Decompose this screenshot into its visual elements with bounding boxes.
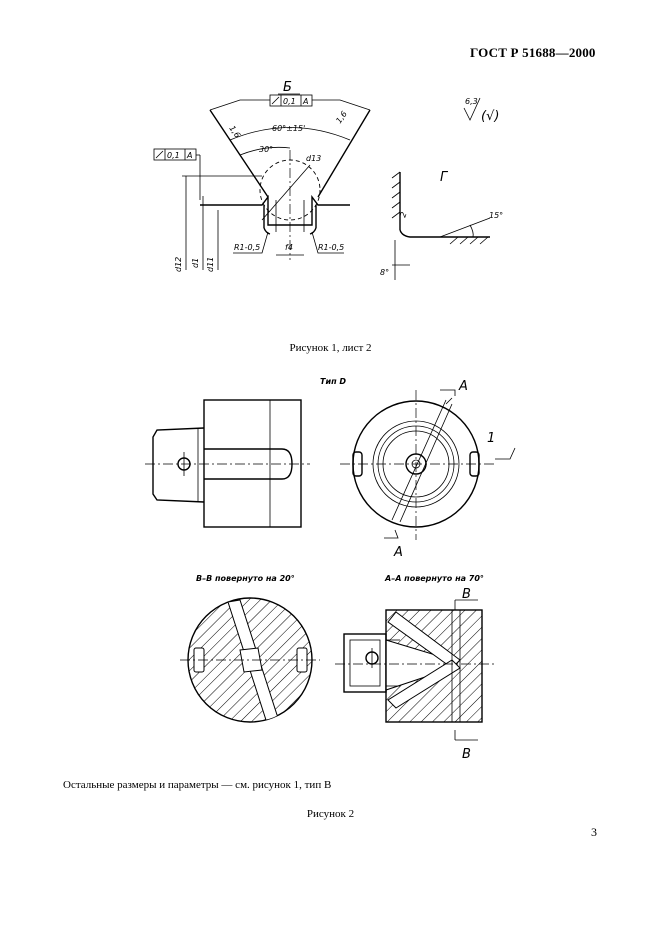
tolerance-left-value: 0,1 xyxy=(167,151,180,160)
roughness-left: 1,6 xyxy=(227,124,242,140)
leader-1-label: 1 xyxy=(487,431,495,446)
angle-main-label: 60°±15' xyxy=(272,124,305,133)
d12-label: d12 xyxy=(174,257,183,272)
d1-label: d1 xyxy=(191,258,200,268)
g-width-label: 8° xyxy=(380,268,389,277)
view-g-letter: Г xyxy=(440,170,449,185)
radius-right-label: R1-0,5 xyxy=(318,243,344,252)
figure2-front-view: А А 1 xyxy=(340,379,516,560)
figure1-view-g: Г 2 15° 8° xyxy=(380,170,503,280)
angle-half-label: 30° xyxy=(259,145,273,154)
d13-label: d13 xyxy=(306,154,321,163)
figure1-caption: Рисунок 1, лист 2 xyxy=(289,342,372,354)
section-aa: В В xyxy=(335,587,495,762)
d11-label: d11 xyxy=(206,257,215,272)
figure1-view-b: Б 0,1 А 60°±15' 30° 1,6 1,6 d13 xyxy=(153,80,371,272)
note-text: Остальные размеры и параметры — см. рису… xyxy=(63,779,332,791)
g-angle-label: 15° xyxy=(489,211,503,220)
section-a-bottom: А xyxy=(393,545,403,560)
page-number: 3 xyxy=(591,825,597,839)
standard-header: ГОСТ Р 51688—2000 xyxy=(470,45,596,60)
f4-label: f4 xyxy=(285,243,293,252)
section-a-top: А xyxy=(458,379,468,394)
roughness-right: 1,6 xyxy=(334,110,349,126)
roughness-general-value: 6,3 xyxy=(465,97,478,106)
tolerance-left-datum: А xyxy=(186,151,192,160)
section-b-bottom: В xyxy=(462,747,471,762)
tolerance-top-datum: А xyxy=(302,97,308,106)
section-aa-title: А–А повернуто на 70° xyxy=(384,574,484,583)
section-b-top: В xyxy=(462,587,471,602)
figure2-side-view xyxy=(145,399,310,528)
tolerance-top-value: 0,1 xyxy=(283,97,296,106)
section-bb-title: В–В повернуто на 20° xyxy=(196,574,295,583)
tolerance-frame-top xyxy=(269,94,313,107)
svg-text:(√): (√) xyxy=(481,109,499,124)
view-b-letter: Б xyxy=(283,80,292,95)
section-bb xyxy=(180,597,320,723)
figure2-caption: Рисунок 2 xyxy=(306,808,355,820)
g-dim-label: 2 xyxy=(398,211,408,219)
type-d-label: Тип D xyxy=(320,377,346,386)
tolerance-frame-left xyxy=(153,148,197,161)
radius-left-label: R1-0,5 xyxy=(234,243,260,252)
roughness-general-symbol: 6,3 (√) xyxy=(463,97,499,124)
